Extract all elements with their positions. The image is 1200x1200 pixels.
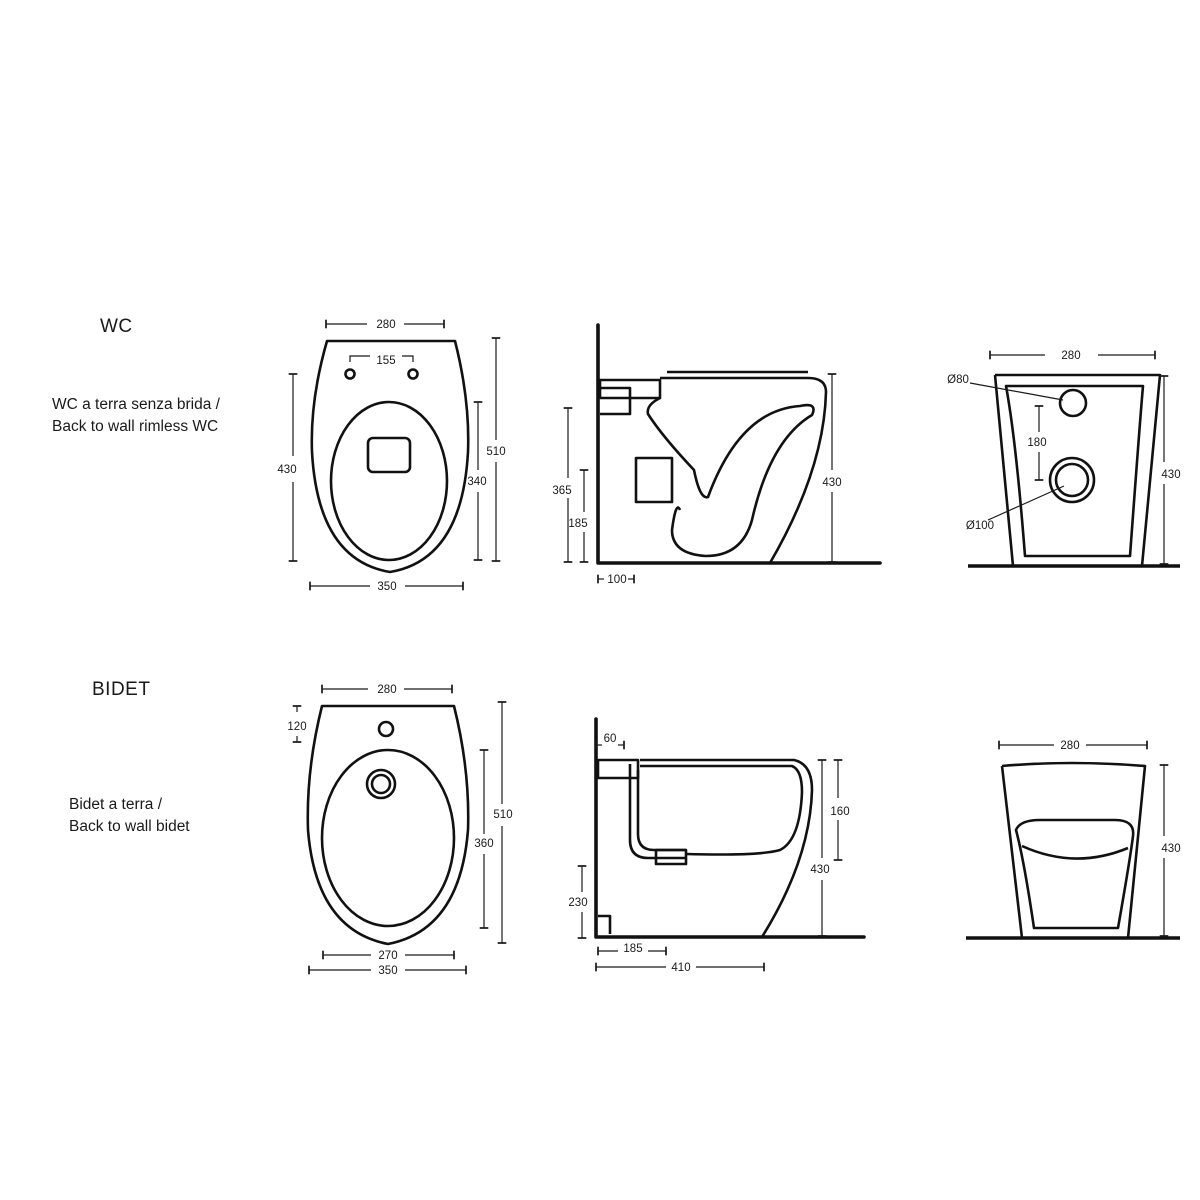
- wc-rear-view: 280 Ø80 180 Ø100 430: [947, 350, 1181, 568]
- bidet-rear-width-label: 280: [1060, 740, 1079, 752]
- bidet-tap-hole: [377, 720, 395, 738]
- wc-outlet-diameter-label: Ø100: [966, 520, 994, 532]
- bidet-side-view: 60 160 430 230 185 410: [568, 717, 866, 974]
- wc-seat-opening: [329, 400, 449, 562]
- wc-seat-hole-right: [407, 368, 419, 380]
- wc-inlet-spacing-label: 180: [1027, 437, 1046, 449]
- bidet-outlet-height-label: 230: [568, 897, 587, 909]
- bidet-top-outline: [306, 704, 470, 946]
- bidet-rear-view: 280 430: [966, 740, 1181, 940]
- bidet-side-fix: [598, 914, 612, 934]
- wc-length-label: 510: [486, 446, 505, 458]
- wc-seat-hole-left: [344, 368, 356, 380]
- wc-rear-height-label: 430: [1161, 469, 1180, 481]
- wc-description-line2: Back to wall rimless WC: [52, 418, 218, 435]
- bidet-side-pipe: [628, 764, 686, 860]
- wc-outlet-leader: [987, 485, 1065, 521]
- bidet-description-line1: Bidet a terra /: [69, 796, 163, 813]
- bidet-side-inlet: [596, 758, 640, 780]
- wc-top-view: 280 155 430 340 510 350: [277, 319, 505, 593]
- bidet-bottom-width-label: 350: [378, 965, 397, 977]
- bidet-section: BIDET Bidet a terra / Back to wall bidet…: [69, 679, 1181, 977]
- wc-description-line1: WC a terra senza brida /: [52, 396, 221, 413]
- wc-side-bowl: [646, 396, 815, 558]
- wc-depth-label: 430: [277, 464, 296, 476]
- bidet-side-wall-floor: [594, 717, 866, 939]
- wc-seat-depth-label: 340: [467, 476, 486, 488]
- bidet-side-outlet: [654, 848, 688, 866]
- wc-rear-outline: [993, 373, 1162, 567]
- wc-wall-offset-label: 100: [607, 574, 626, 586]
- wc-rear-inner: [1004, 384, 1145, 558]
- wc-side-wall-floor: [596, 323, 882, 565]
- wc-side-height-label: 365: [552, 485, 571, 497]
- wc-top-outline: [310, 339, 470, 574]
- bidet-description-line2: Back to wall bidet: [69, 818, 190, 835]
- wc-inlet-diameter-label: Ø80: [947, 374, 969, 386]
- wc-inlet-leader: [969, 382, 1064, 401]
- wc-rear-width-label: 280: [1061, 350, 1080, 362]
- wc-title: WC: [100, 316, 133, 337]
- bidet-side-body: [640, 758, 814, 938]
- wc-side-body: [660, 370, 828, 564]
- bidet-title: BIDET: [92, 679, 150, 700]
- bidet-drain-inner: [370, 773, 392, 795]
- wc-outlet-circle: [1048, 456, 1096, 504]
- wc-outlet-height-label: 185: [568, 518, 587, 530]
- bidet-length-label: 510: [493, 809, 512, 821]
- wc-side-outlet: [634, 456, 674, 504]
- wc-top-width-label: 280: [376, 319, 395, 331]
- wc-hole-spacing-label: 155: [376, 355, 395, 367]
- wc-side-view: 365 185 430 100: [552, 323, 882, 586]
- bidet-bowl: [320, 748, 456, 928]
- bidet-outlet-offset-label: 185: [623, 943, 642, 955]
- bidet-rear-recess: [1014, 818, 1135, 930]
- wc-bowl-outlet: [366, 436, 412, 474]
- bidet-top-view: 280 120 510 360 270 350: [287, 684, 512, 977]
- bidet-bowl-depth-label: 160: [830, 806, 849, 818]
- wc-side-right-label: 430: [822, 477, 841, 489]
- bidet-bowl-length-label: 360: [474, 838, 493, 850]
- bidet-side-height-label: 430: [810, 864, 829, 876]
- bidet-top-width-label: 280: [377, 684, 396, 696]
- bidet-drain-outer: [365, 768, 397, 800]
- bidet-tap-offset-label: 120: [287, 721, 306, 733]
- bidet-bowl-width-label: 270: [378, 950, 397, 962]
- bidet-rear-outline: [1000, 761, 1147, 939]
- bidet-rear-height-label: 430: [1161, 843, 1180, 855]
- wc-section: WC WC a terra senza brida / Back to wall…: [52, 316, 1181, 593]
- wc-inlet-circle: [1058, 388, 1088, 418]
- wc-bottom-width-label: 350: [377, 581, 396, 593]
- bidet-depth-label: 410: [671, 962, 690, 974]
- bidet-inlet-offset-label: 60: [604, 733, 617, 745]
- wc-side-inlet: [598, 378, 662, 400]
- wc-hole-dim-line: [349, 355, 414, 362]
